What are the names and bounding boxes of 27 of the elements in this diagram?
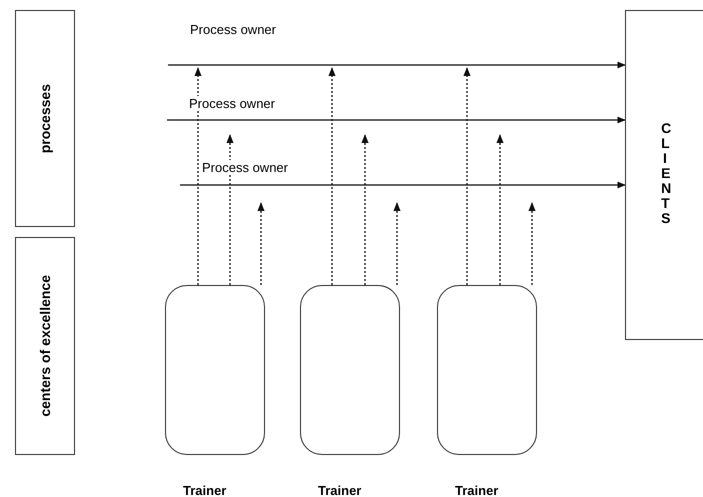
vertical-label-box: [15, 10, 75, 227]
dotted-arrow: [496, 134, 504, 285]
arrow: [168, 62, 626, 68]
edge-label: Process owner: [189, 96, 275, 111]
dotted-arrow: [226, 134, 234, 285]
rounded-box: [165, 285, 265, 455]
node-label: Trainer: [183, 483, 226, 497]
vertical-label-box: [15, 237, 75, 455]
dotted-arrow: [393, 202, 401, 285]
node-label: Trainer: [455, 483, 498, 497]
dotted-arrow: [257, 202, 265, 285]
dotted-arrow: [463, 67, 471, 285]
edge-label: Process owner: [202, 160, 288, 175]
edge-label: Process owner: [190, 22, 276, 37]
node-label: Trainer: [318, 483, 362, 497]
dotted-arrow: [328, 67, 336, 285]
rounded-box: [437, 285, 537, 455]
arrow: [180, 182, 626, 188]
box-label: processes: [37, 84, 53, 154]
box-label: centers of excellence: [37, 275, 53, 417]
box-label: CLIENTS: [661, 121, 669, 226]
dotted-arrow: [361, 134, 369, 285]
rounded-box: [300, 285, 400, 455]
clients-box: [625, 10, 703, 340]
dotted-arrow: [194, 67, 202, 285]
dotted-arrow: [528, 202, 536, 285]
arrow: [167, 116, 626, 124]
